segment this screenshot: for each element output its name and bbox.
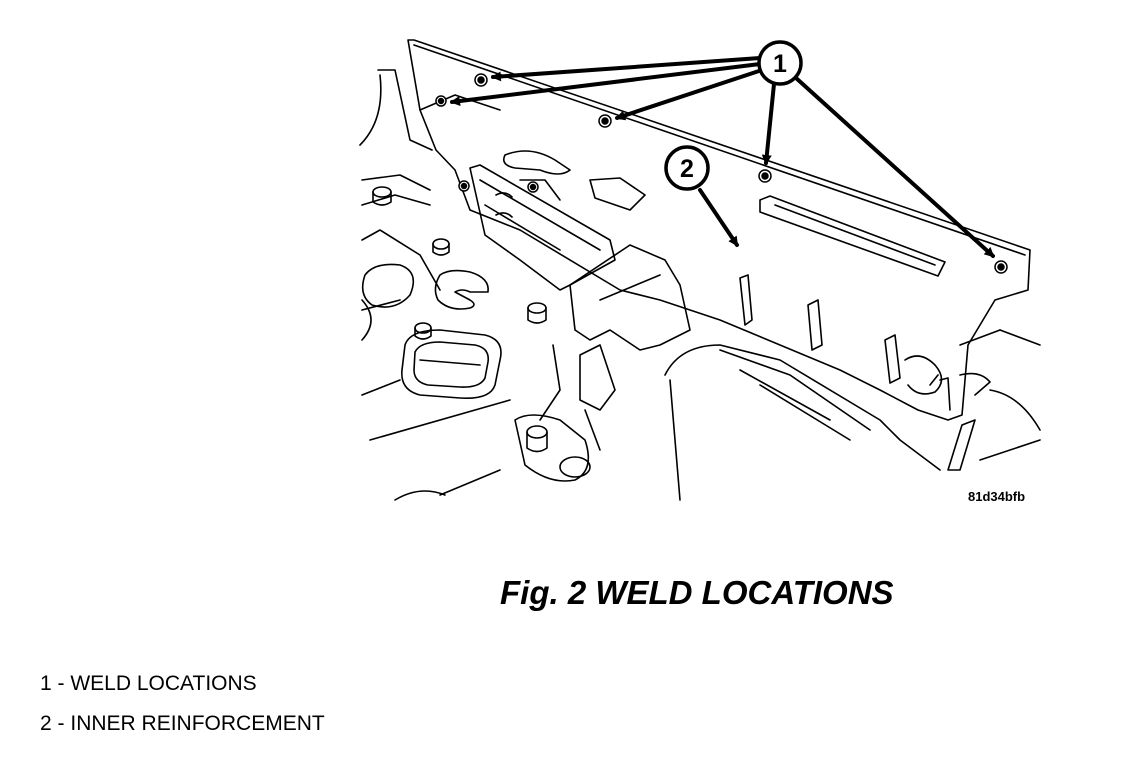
weld-spot (994, 260, 1008, 274)
figure-number: Fig. 2 (500, 574, 587, 611)
image-reference-id: 81d34bfb (968, 489, 1026, 504)
figure-caption: Fig. 2 WELD LOCATIONS (500, 574, 894, 612)
weld-locations-illustration: 1 2 (359, 39, 1041, 501)
callout-2-number: 2 (680, 155, 694, 183)
legend-number: 2 (40, 712, 52, 735)
legend-separator: - (51, 672, 71, 695)
callout-2: 2 (664, 145, 710, 191)
figure-title: WELD LOCATIONS (595, 574, 894, 611)
callout-1: 1 (757, 40, 803, 86)
legend-label: INNER REINFORCEMENT (70, 712, 325, 735)
legend-item: 2 - INNER REINFORCEMENT (40, 712, 325, 736)
legend-label: WELD LOCATIONS (70, 672, 257, 695)
callout-1-arrow (450, 62, 762, 106)
legend-number: 1 (40, 672, 52, 695)
weld-spot (527, 181, 539, 193)
legend-separator: - (51, 712, 71, 735)
weld-spot (474, 73, 488, 87)
callout-1-arrow (615, 68, 764, 121)
weld-spot (598, 114, 612, 128)
callout-2-arrow (698, 188, 739, 247)
weld-spot (435, 95, 447, 107)
weld-spot (458, 180, 470, 192)
weld-spot (758, 169, 772, 183)
callout-1-arrow (761, 82, 776, 165)
callout-1-arrow (491, 56, 762, 82)
callout-1-number: 1 (773, 50, 787, 78)
callout-1-arrow (794, 76, 995, 258)
legend-item: 1 - WELD LOCATIONS (40, 672, 257, 696)
